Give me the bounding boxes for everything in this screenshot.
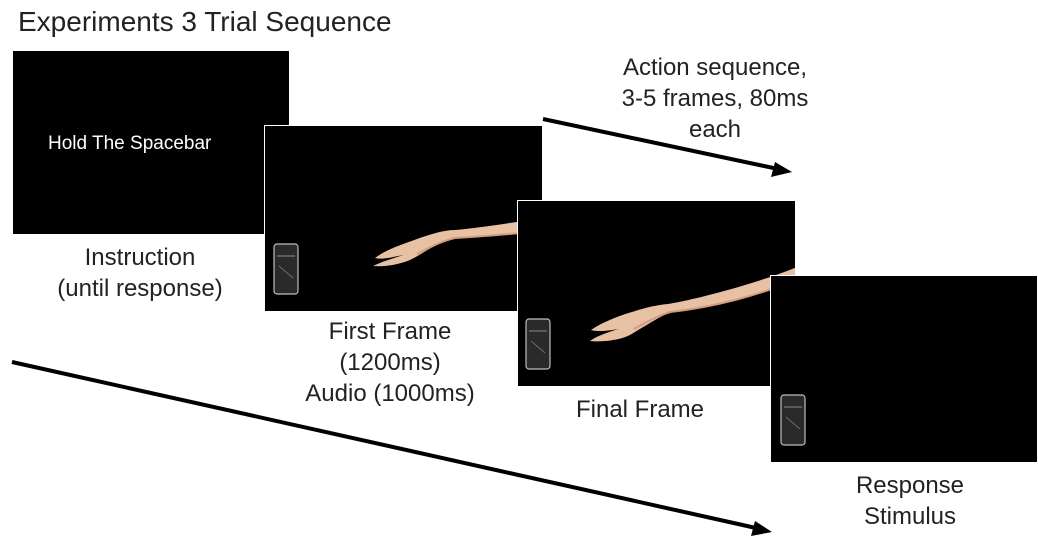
- action-sequence-arrow: [542, 117, 792, 177]
- instruction-screen-text: Hold The Spacebar: [48, 133, 212, 154]
- action-sequence-caption: Action sequence, 3-5 frames, 80ms each: [590, 52, 840, 145]
- response-caption: Response Stimulus: [810, 470, 1010, 532]
- action-sequence-line3: each: [688, 116, 742, 143]
- response-caption-line2: Stimulus: [863, 503, 957, 530]
- instruction-caption: Instruction (until response): [40, 242, 240, 304]
- first-frame-caption-line2: (1200ms): [339, 349, 441, 376]
- timeline-arrow: [11, 360, 772, 536]
- final-frame-scene: [525, 267, 795, 370]
- final-frame-caption-line1: Final Frame: [575, 396, 705, 423]
- response-caption-line1: Response: [855, 472, 965, 499]
- action-sequence-line2: 3-5 frames, 80ms: [621, 85, 809, 112]
- instruction-screen: Hold The Spacebar: [12, 50, 290, 235]
- instruction-caption-line2: (until response): [57, 275, 223, 302]
- response-scene: [780, 394, 806, 446]
- arm-icon: [590, 267, 795, 342]
- first-frame-scene: [273, 218, 542, 295]
- response-stimulus-screen: [770, 275, 1038, 463]
- diagram-title: Experiments 3 Trial Sequence: [18, 6, 392, 37]
- first-frame-caption: First Frame (1200ms) Audio (1000ms): [280, 316, 500, 409]
- first-frame-caption-line3: Audio (1000ms): [305, 380, 475, 407]
- final-frame-screen: [517, 200, 796, 387]
- action-sequence-line1: Action sequence,: [622, 54, 808, 81]
- arrow-icon: [751, 521, 772, 536]
- instruction-caption-line1: Instruction: [84, 244, 196, 271]
- first-frame-caption-line1: First Frame: [328, 318, 452, 345]
- arm-icon: [373, 218, 542, 267]
- glass-icon: [525, 318, 551, 370]
- glass-icon: [273, 243, 299, 295]
- final-frame-caption: Final Frame: [540, 394, 740, 425]
- arrow-icon: [771, 162, 792, 177]
- glass-icon: [780, 394, 806, 446]
